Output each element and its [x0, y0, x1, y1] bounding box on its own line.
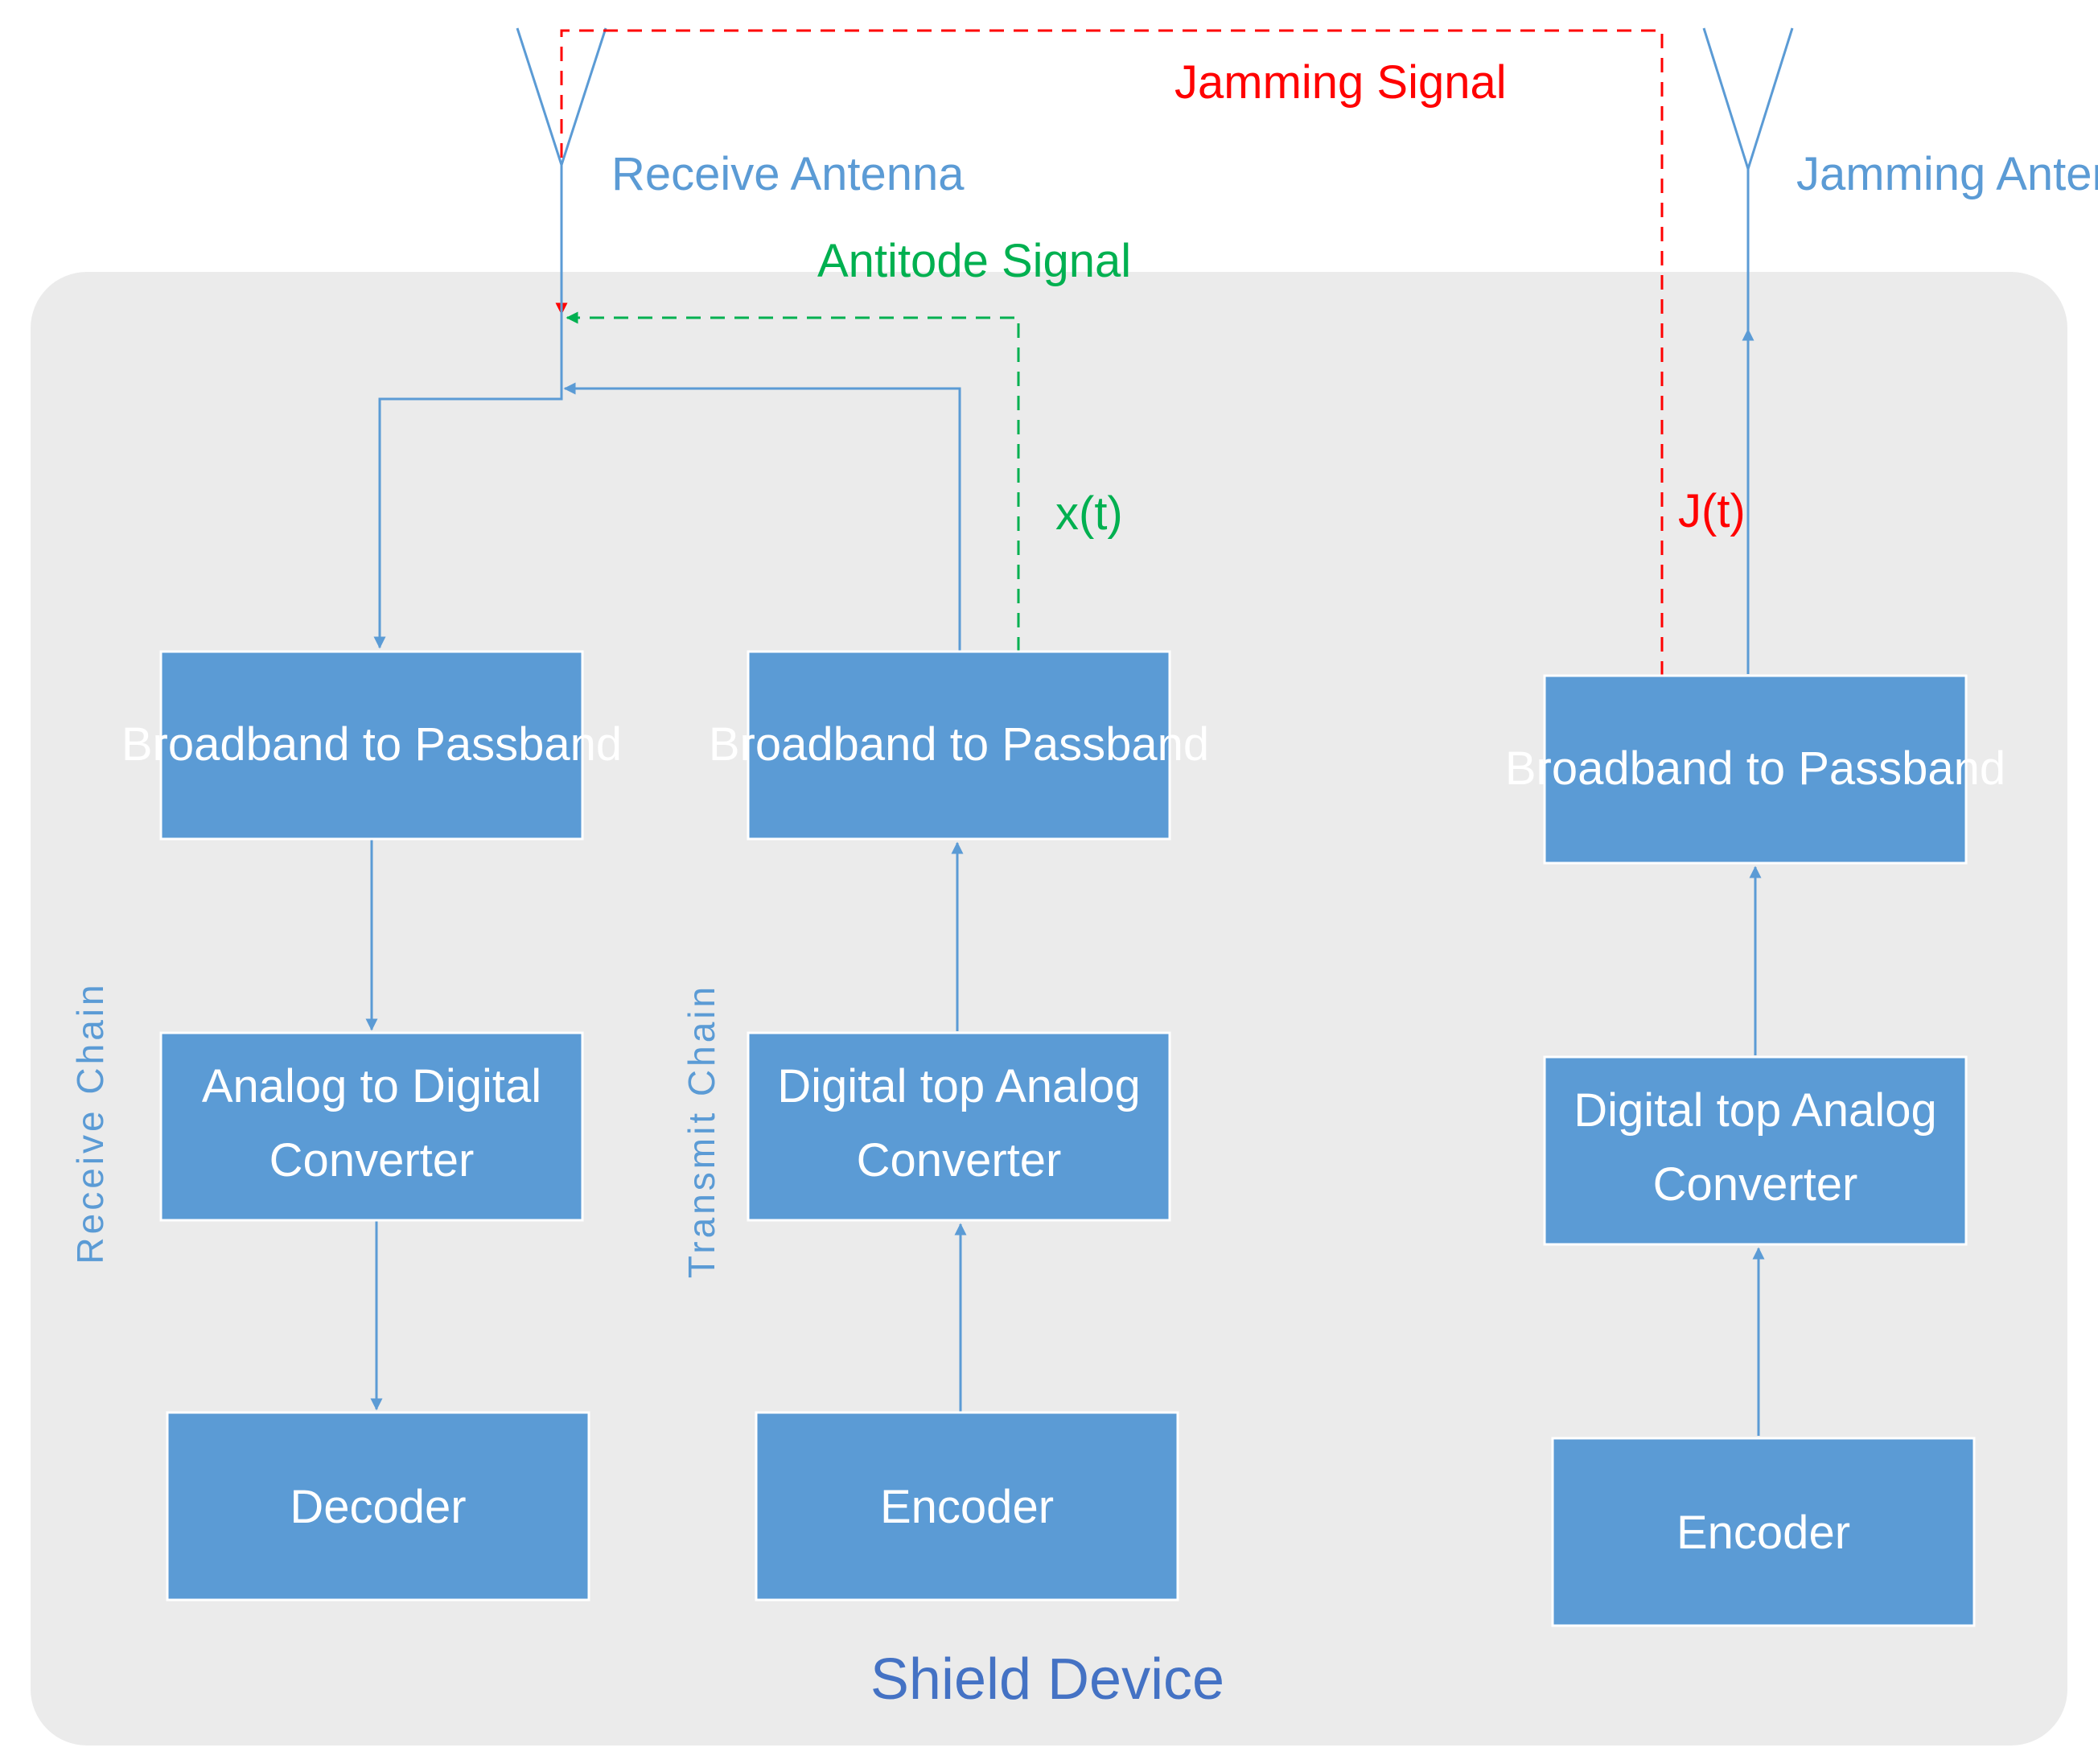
- tx-encoder-label: Encoder: [880, 1481, 1054, 1533]
- jx-passband-label: Broadband to Passband: [1505, 742, 2005, 795]
- antitode-signal-path: [566, 311, 1020, 652]
- x-t-label: x(t): [1055, 487, 1123, 540]
- jx-dac-label-line2: Converter: [1653, 1158, 1858, 1211]
- rx-decoder-label: Decoder: [290, 1481, 466, 1533]
- tx-passband-label: Broadband to Passband: [709, 718, 1209, 771]
- receive-feed-line: [373, 165, 563, 649]
- jx-dac-label-line1: Digital top Analog: [1574, 1084, 1936, 1137]
- shield-device-label: Shield Device: [870, 1647, 1224, 1712]
- j-t-label: J(t): [1678, 485, 1746, 537]
- transmit-chain-label: Transmit Chain: [681, 984, 722, 1278]
- jamming-antenna-label: Jamming Antenna: [1796, 148, 2098, 200]
- jx-encoder-label: Encoder: [1676, 1507, 1850, 1559]
- transmit-feedback-line: [563, 382, 961, 652]
- receive-antenna-label: Receive Antenna: [611, 148, 965, 200]
- tx-dac-box: [747, 1031, 1171, 1222]
- rx-adc-label-line1: Analog to Digital: [202, 1060, 541, 1112]
- jamming-signal-label: Jamming Signal: [1174, 56, 1507, 109]
- receive-chain-label: Receive Chain: [69, 981, 111, 1264]
- tx-dac-label-line2: Converter: [857, 1134, 1062, 1186]
- antitode-signal-label: Antitode Signal: [817, 235, 1131, 287]
- jx-encoder-box: [1551, 1437, 1976, 1627]
- jamming-antenna-icon: [1702, 27, 1794, 170]
- tx-dac-label-line1: Digital top Analog: [777, 1060, 1140, 1112]
- rx-adc-label-line2: Converter: [269, 1134, 475, 1186]
- rx-passband-box: [159, 650, 584, 841]
- jx-dac-box: [1543, 1055, 1968, 1246]
- tx-encoder-box: [755, 1411, 1179, 1602]
- rx-decoder-box: [166, 1411, 590, 1602]
- tx-passband-box: [747, 650, 1171, 841]
- receive-antenna-icon: [516, 27, 607, 166]
- rx-passband-label: Broadband to Passband: [121, 718, 622, 771]
- jx-passband-box: [1543, 674, 1968, 865]
- rx-adc-box: [159, 1031, 584, 1222]
- shield-device-panel: [31, 272, 2067, 1745]
